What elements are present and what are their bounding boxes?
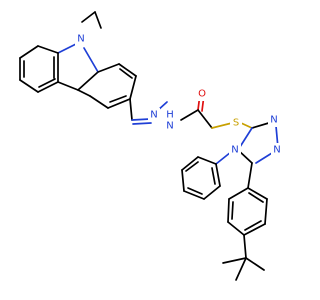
- imine-nitrogen-label: N: [150, 110, 157, 121]
- atom-labels: N N H N O S N N N: [75, 32, 283, 157]
- triazole-nitrogen-4-label: N: [231, 145, 238, 156]
- thioether-sulfur-label: S: [233, 118, 239, 129]
- triazole-nitrogen-2-label: N: [273, 145, 280, 156]
- carbonyl-oxygen-label: O: [198, 89, 206, 100]
- bonds: [19, 11, 279, 281]
- carbazole-nitrogen-label: N: [77, 34, 84, 45]
- triazole-nitrogen-1-label: N: [270, 115, 277, 126]
- molecule-structure: N N H N O S N N N: [19, 11, 283, 281]
- hydrazide-nitrogen-label: N: [166, 121, 173, 132]
- hydrazide-h-label: H: [166, 110, 174, 121]
